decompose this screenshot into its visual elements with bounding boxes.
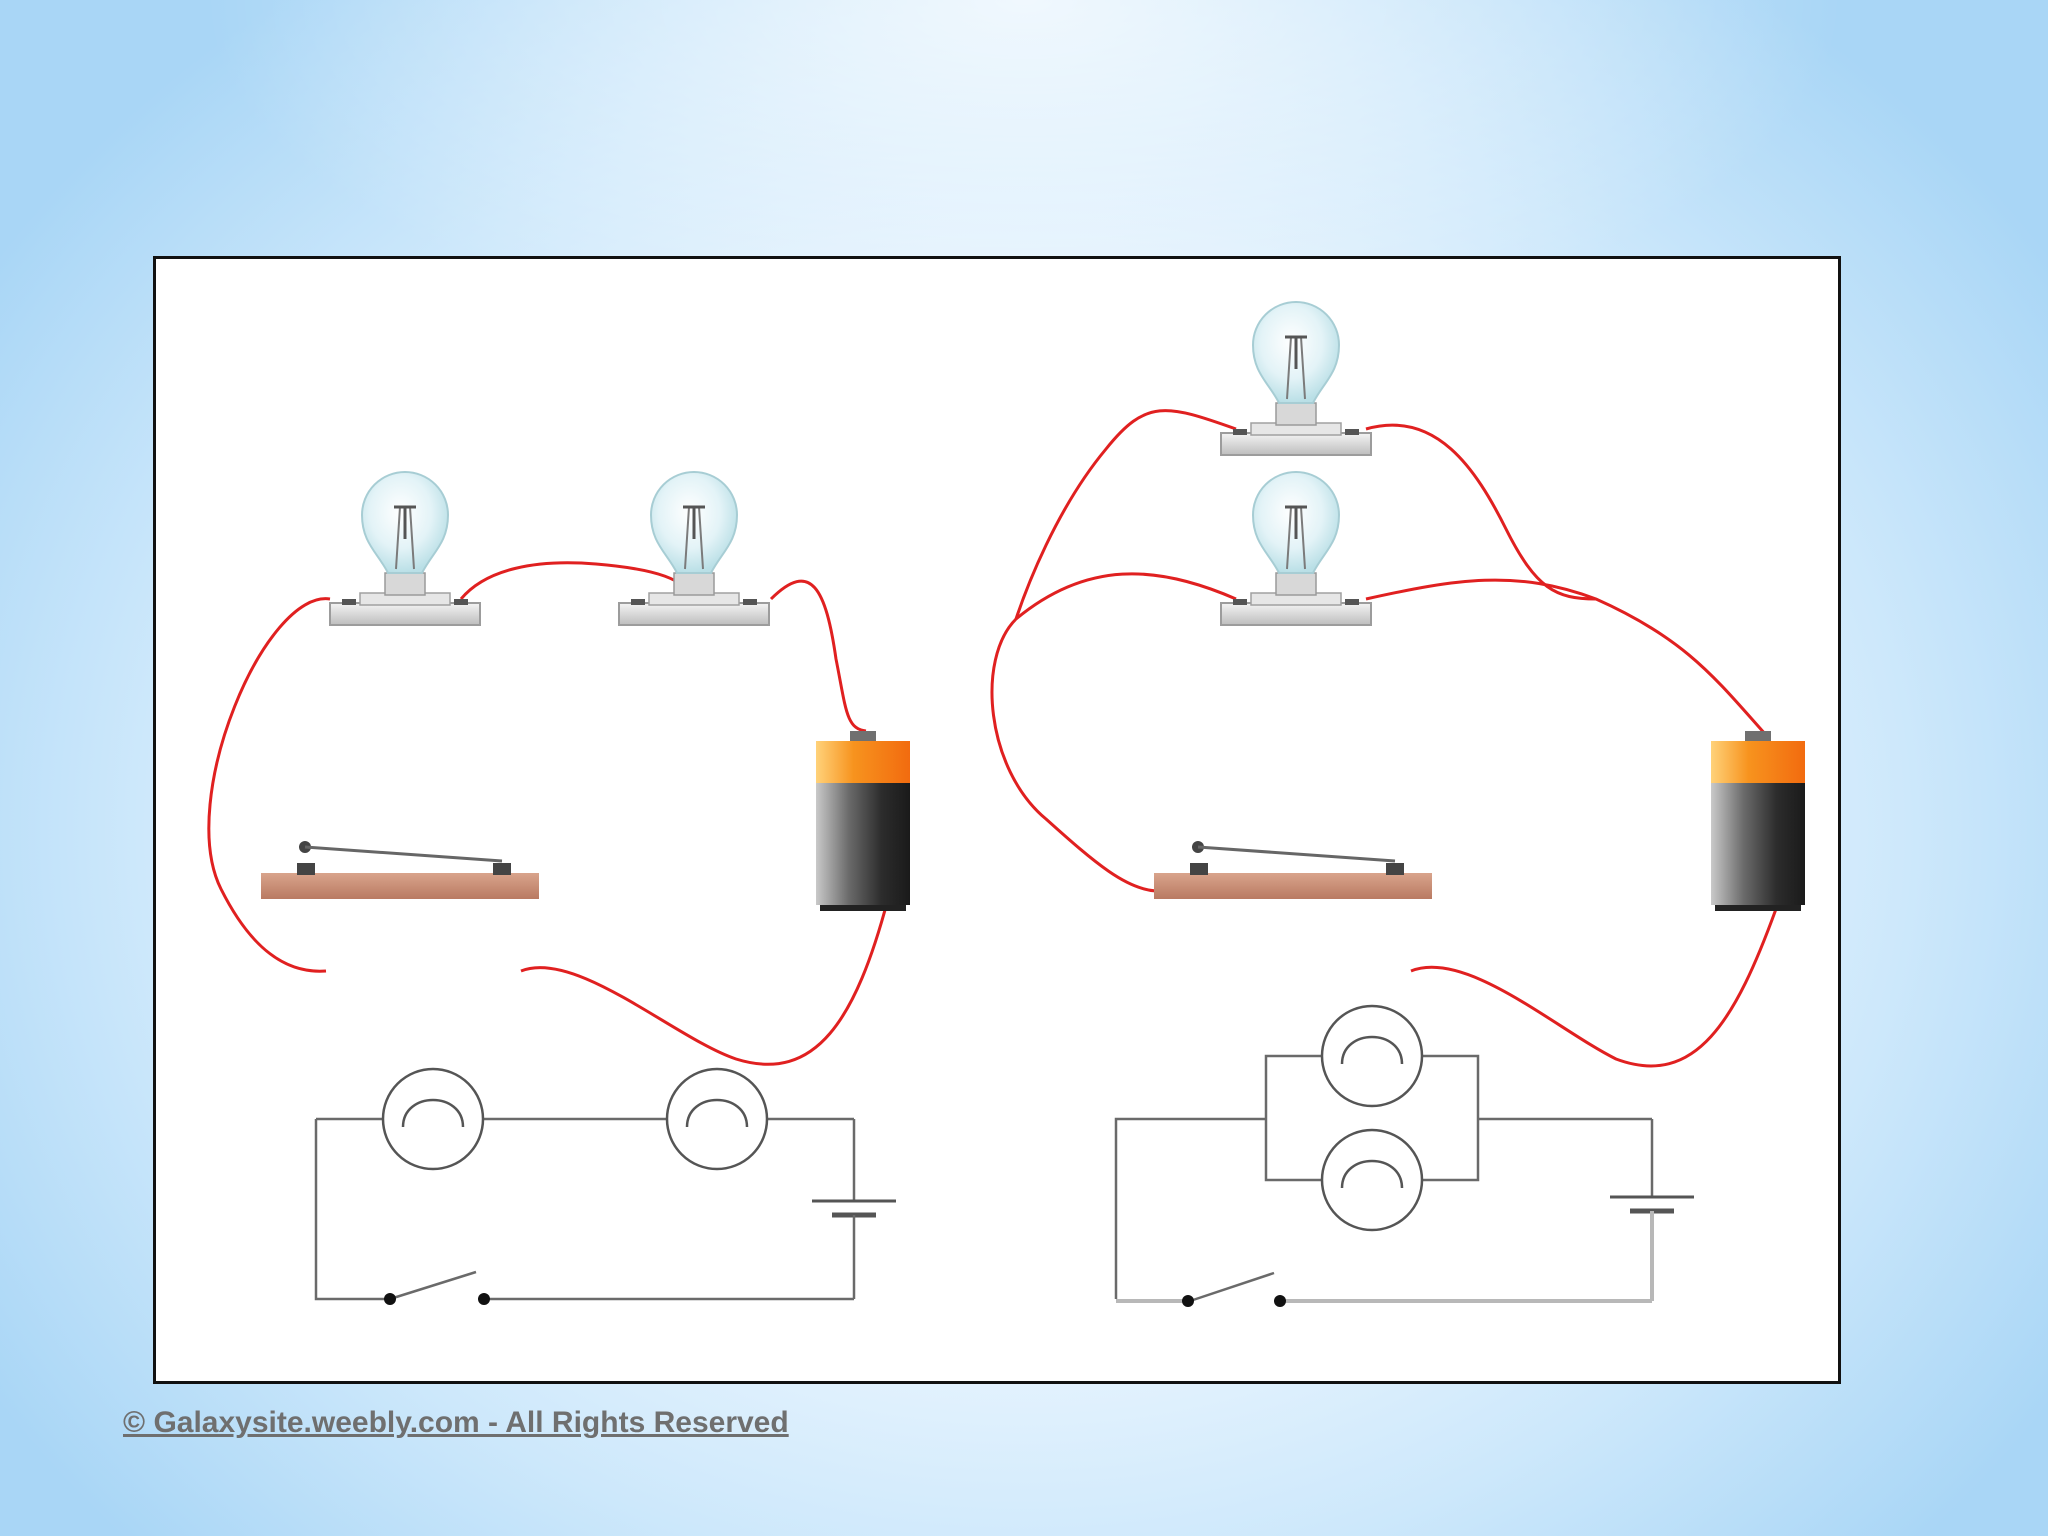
- parallel-schematic-marks: [1182, 1004, 1424, 1307]
- copyright-link[interactable]: © Galaxysite.weebly.com - All Rights Res…: [123, 1406, 789, 1439]
- parallel-circuit-pictorial: [990, 300, 1805, 1068]
- series-circuit-pictorial: [207, 470, 910, 1066]
- circuit-diagram-image: [153, 256, 1841, 1384]
- series-circuit-schematic: [314, 1117, 896, 1301]
- series-schematic-marks: [381, 1067, 769, 1305]
